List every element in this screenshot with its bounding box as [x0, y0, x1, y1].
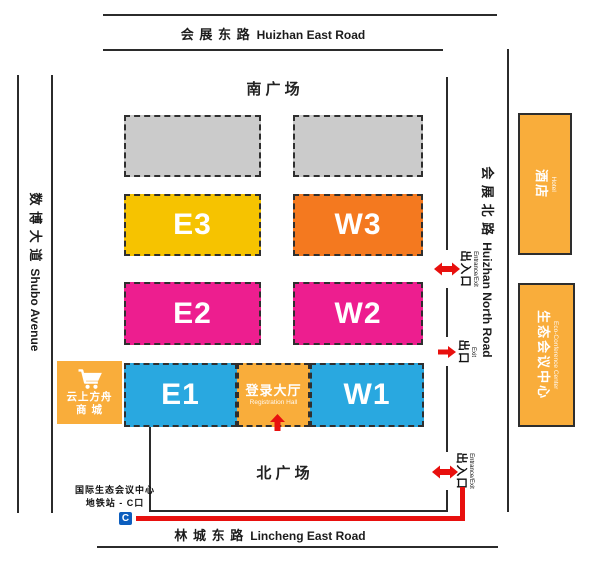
entrance-exit-top-label-en: Entrance/Exit: [472, 251, 479, 287]
right-road-name-zh: 会 展 北 路: [480, 166, 495, 237]
left-road-name-en: Shubo Avenue: [28, 268, 42, 352]
metro-station-label: 国际生态会议中心 地铁站 - C口: [65, 484, 165, 510]
registration-hall-label-en: Registration Hall: [249, 398, 298, 406]
left-road-outer-line: [17, 75, 19, 513]
registration-hall-label-zh: 登录大厅: [245, 383, 302, 399]
cloud-ark-mall-block: 云上方舟 商 城: [57, 361, 122, 424]
exit-middle-label-zh: 出口: [457, 339, 470, 365]
top-road-lower-line: [103, 49, 443, 51]
entrance-exit-bottom-arrow-icon: [432, 465, 458, 479]
hotel-label-en: Hotel: [550, 176, 558, 192]
entrance-exit-bottom-label-en: Entrance/Exit: [468, 453, 475, 489]
hall-e1-label: E1: [161, 378, 200, 411]
top-road-name-en: Huizhan East Road: [256, 28, 366, 42]
shopping-cart-icon: [75, 368, 105, 391]
bottom-road-name-en: Lincheng East Road: [250, 529, 366, 543]
hall-e2-label: E2: [173, 296, 212, 330]
left-road-inner-line: [51, 75, 53, 513]
hall-w3: W3: [293, 194, 423, 256]
left-road-name-zh: 数 博 大 道: [28, 192, 43, 263]
right-road-outer-line: [507, 49, 509, 512]
registration-entrance-arrow-icon: [270, 414, 285, 431]
hall-w2: W2: [293, 282, 423, 345]
top-road-name-zh: 会 展 东 路: [180, 27, 251, 42]
hall-e1: E1: [124, 363, 237, 427]
venue-boundary-right-seg4: [446, 490, 448, 512]
metro-route-line-horizontal: [136, 516, 465, 521]
top-road-upper-line: [103, 14, 497, 16]
mall-label-line2: 商 城: [76, 404, 103, 416]
right-road-label: 会 展 北 路 Huizhan North Road: [478, 166, 498, 357]
venue-boundary-right-seg3: [446, 366, 448, 452]
hall-reserved-right: [293, 115, 423, 177]
hall-e3: E3: [124, 194, 261, 256]
hall-e3-label: E3: [173, 208, 212, 241]
right-road-name-en: Huizhan North Road: [480, 242, 494, 358]
bottom-road-line: [97, 546, 498, 548]
bottom-road-label: 林 城 东 路 Lincheng East Road: [120, 525, 420, 545]
registration-hall: 登录大厅 Registration Hall: [237, 363, 310, 427]
hall-w1-label: W1: [343, 378, 391, 411]
venue-boundary-bottom: [150, 510, 448, 512]
e1-connector-line: [149, 426, 151, 512]
top-road-label: 会 展 东 路 Huizhan East Road: [103, 24, 443, 44]
venue-boundary-right-seg2: [446, 288, 448, 337]
exit-middle-arrow-icon: [435, 345, 457, 359]
entrance-exit-top-arrow-icon: [434, 262, 460, 276]
left-road-label: 数 博 大 道 Shubo Avenue: [26, 193, 46, 352]
eco-center-label-en: Eco-Conference Center: [551, 320, 559, 390]
bottom-road-name-zh: 林 城 东 路: [174, 528, 245, 543]
hall-e2: E2: [124, 282, 261, 345]
hall-w2-label: W2: [334, 296, 382, 330]
metro-station-label-line1: 国际生态会议中心: [74, 485, 155, 495]
hall-w3-label: W3: [334, 208, 382, 241]
metro-exit-c-badge: C: [119, 512, 132, 525]
metro-route-line-vertical: [460, 487, 465, 521]
mall-label-line1: 云上方舟: [66, 390, 113, 403]
eco-center-label-zh: 生态会议中心: [535, 309, 551, 401]
hotel-label-zh: 酒店: [534, 168, 550, 200]
south-plaza-label: 南 广 场: [246, 81, 300, 98]
hall-reserved-left: [124, 115, 261, 177]
north-plaza-label: 北 广 场: [256, 465, 310, 482]
exit-middle-label-en: Exit: [470, 346, 477, 357]
metro-station-label-line2: 地铁站 - C口: [85, 498, 145, 508]
venue-boundary-right-seg1: [446, 77, 448, 250]
hall-w1: W1: [310, 363, 424, 427]
